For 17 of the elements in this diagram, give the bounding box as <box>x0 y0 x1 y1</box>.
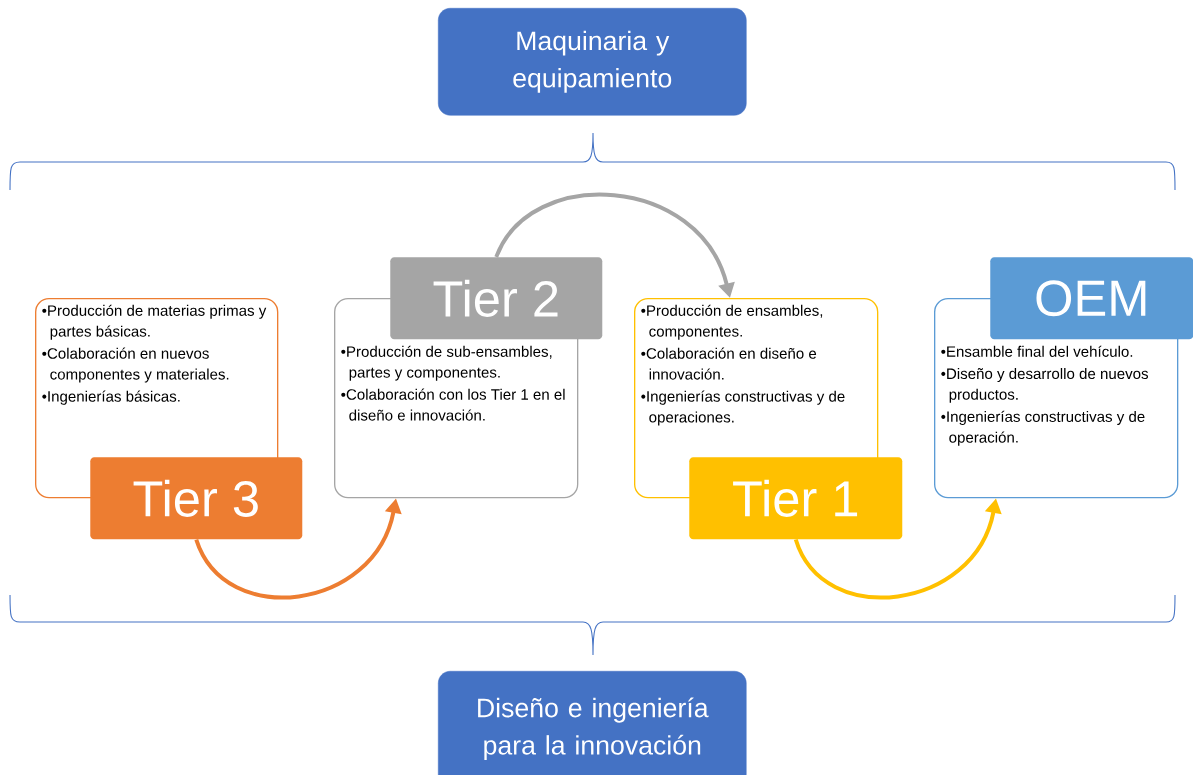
tier-label: Tier 3 <box>90 457 303 540</box>
heading-box: Maquinaria y equipamiento <box>438 8 747 116</box>
bullet-item: •Producción de sub-ensambles, partes y componentes. <box>341 345 552 381</box>
tier-label: OEM <box>990 257 1193 340</box>
bullet-item: •Diseño y desarrollo de nuevos productos. <box>941 368 1148 403</box>
bullet-item: •Ingenierías constructivas y de operación. <box>941 410 1145 446</box>
bullet-item: •Producción de materias primas y partes básicas. <box>42 304 267 340</box>
bullet-item: •Producción de ensambles, componentes. <box>641 304 823 340</box>
tier-label: Tier 1 <box>689 457 903 540</box>
bullet-item: •Ensamble final del vehículo. <box>941 345 1133 357</box>
bullet-item: •Ingenierías básicas. <box>42 390 180 405</box>
bullet-item: •Ingenierías constructivas y de operaciones. <box>641 390 845 426</box>
bullet-item: •Colaboración en nuevos componentes y materiales. <box>42 347 229 383</box>
tier-label: Tier 2 <box>390 257 603 340</box>
heading-box: Diseño e ingeniería para la innovación <box>438 671 747 775</box>
bullet-item: •Colaboración en diseño e innovación. <box>641 347 817 380</box>
bullet-item: •Colaboración con los Tier 1 en el diseño e innovación. <box>341 388 565 421</box>
